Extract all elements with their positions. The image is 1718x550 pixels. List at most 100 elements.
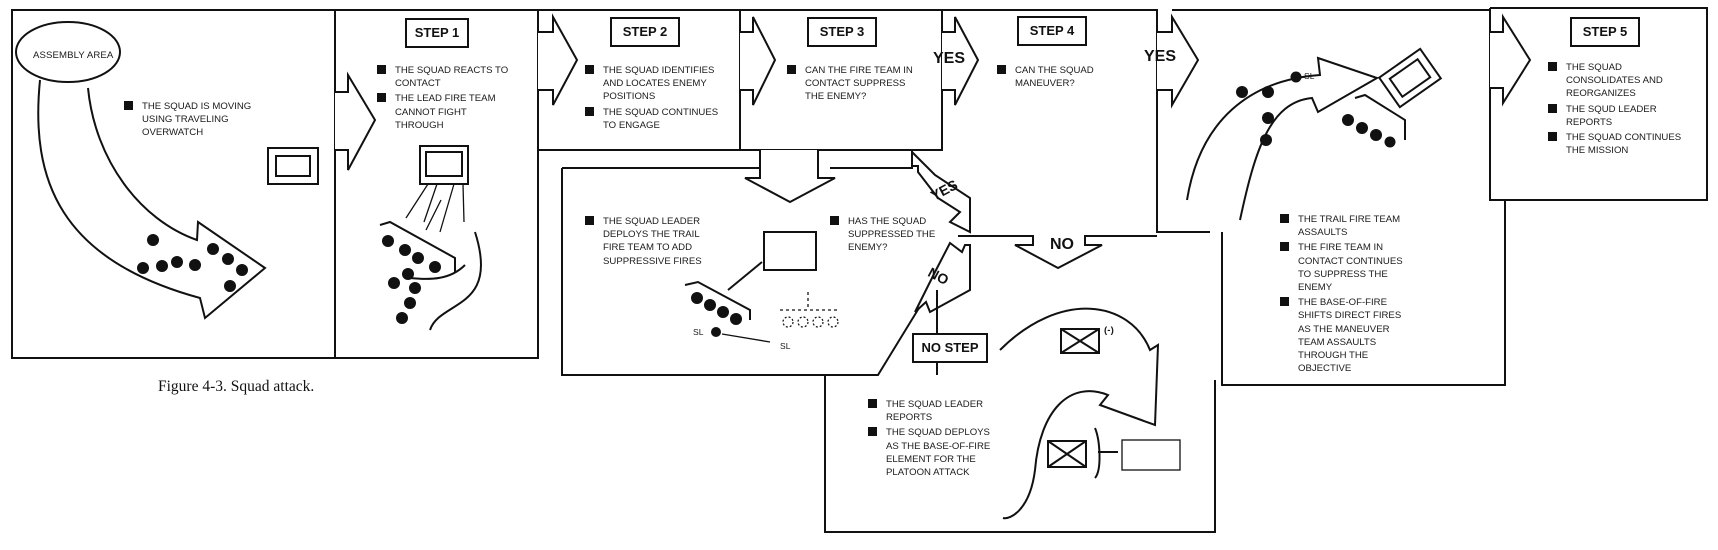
- bullet-item: THE SQUAD DEPLOYS AS THE BASE-OF-FIRE EL…: [868, 426, 998, 479]
- step4-no-label: NO: [1050, 236, 1074, 253]
- arrow-to-step5: [1489, 8, 1532, 107]
- squad-dots-step1: [382, 235, 441, 324]
- step1-fire-arrows: [405, 183, 465, 233]
- arrow-step1-to-step2: [537, 10, 579, 106]
- dashed-trail-position: [780, 292, 840, 311]
- squad-dots-start: [137, 234, 248, 292]
- arrow-start-to-step1: [335, 71, 377, 171]
- movement-arrow: [37, 79, 267, 320]
- assault-dots: [1236, 71, 1302, 146]
- step2-title: STEP 2: [610, 17, 680, 47]
- bullet-item: THE FIRE TEAM IN CONTACT CONTINUES TO SU…: [1280, 241, 1415, 294]
- assault-cover-line: [1354, 93, 1406, 140]
- bullet-item: THE LEAD FIRE TEAM CANNOT FIGHT THROUGH: [377, 92, 517, 132]
- figure-caption: Figure 4-3. Squad attack.: [158, 378, 315, 395]
- bullet-item: THE TRAIL FIRE TEAM ASSAULTS: [1280, 213, 1415, 239]
- bullet-square-icon: [585, 216, 594, 225]
- bullet-item: THE BASE-OF-FIRE SHIFTS DIRECT FIRES AS …: [1280, 296, 1415, 375]
- step1-cover-line: [379, 220, 456, 272]
- step1-bullets: THE SQUAD REACTS TO CONTACT THE LEAD FIR…: [377, 64, 517, 134]
- bullet-square-icon: [377, 93, 386, 103]
- step1-maneuver-arrow: [409, 231, 482, 331]
- objective-position: [1121, 439, 1181, 471]
- bullet-square-icon: [1280, 214, 1289, 223]
- step4-title: STEP 4: [1017, 16, 1087, 46]
- step3-bullets: CAN THE FIRE TEAM IN CONTACT SUPPRESS TH…: [787, 64, 917, 106]
- step4-bullets: CAN THE SQUAD MANEUVER?: [997, 64, 1127, 92]
- assembly-area-label: ASSEMBLY AREA: [33, 50, 114, 61]
- bullet-square-icon: [585, 106, 594, 116]
- bullet-item: THE SQUAD CONSOLIDATES AND REORGANIZES: [1548, 61, 1698, 101]
- bullet-item: THE SQUAD IS MOVING USING TRAVELING OVER…: [124, 100, 274, 140]
- bullet-item: HAS THE SQUAD SUPPRESSED THE ENEMY?: [830, 215, 940, 255]
- arrow-step2-to-step3: [739, 10, 777, 106]
- bullet-square-icon: [124, 101, 133, 110]
- unit-modifier-label: (-): [1104, 325, 1114, 336]
- platoon-unit-symbol: [1060, 328, 1100, 354]
- bullet-square-icon: [585, 65, 594, 74]
- squad-dots-branch: [691, 292, 742, 337]
- bullet-item: THE SQUD LEADER REPORTS: [1548, 103, 1698, 129]
- enemy-position-icon: [267, 147, 319, 185]
- arrow-step4-yes: [1156, 10, 1200, 109]
- step1-panel-border: [335, 9, 539, 359]
- branch-left-bullets: THE SQUAD LEADER DEPLOYS THE TRAIL FIRE …: [585, 215, 715, 270]
- branch-cover-line: [684, 280, 751, 320]
- step3-title: STEP 3: [807, 17, 877, 47]
- bullet-square-icon: [997, 65, 1006, 74]
- branch-no-arrow: [914, 241, 971, 314]
- assault-bullets: THE TRAIL FIRE TEAM ASSAULTS THE FIRE TE…: [1280, 213, 1415, 377]
- step2-bullets: THE SQUAD IDENTIFIES AND LOCATES ENEMY P…: [585, 64, 725, 134]
- branch-yes-arrow: [911, 149, 971, 234]
- step5-panel-border: [1490, 7, 1708, 201]
- assault-sl-label: SL: [1304, 71, 1315, 81]
- step3-no-panel-border: [561, 150, 931, 376]
- bullet-item: THE SQUAD IDENTIFIES AND LOCATES ENEMY P…: [585, 64, 725, 104]
- arrow-step3-yes: [941, 10, 980, 106]
- no-step-bullets: THE SQUAD LEADER REPORTS THE SQUAD DEPLO…: [868, 398, 998, 481]
- bullet-square-icon: [868, 399, 877, 408]
- step4-panel-border: [942, 9, 1210, 233]
- assault-arrow: [1186, 56, 1380, 221]
- step1-title: STEP 1: [405, 18, 469, 48]
- bullet-square-icon: [1548, 62, 1557, 71]
- branch-right-bullets: HAS THE SQUAD SUPPRESSED THE ENEMY?: [830, 215, 940, 257]
- no-step-title: NO STEP: [912, 333, 988, 363]
- branch-enemy-position: [763, 231, 817, 271]
- bullet-square-icon: [787, 65, 796, 74]
- bullet-item: THE SQUAD CONTINUES THE MISSION: [1548, 131, 1698, 157]
- sl-label-end: SL: [780, 341, 791, 351]
- base-of-fire-dots: [1342, 114, 1396, 148]
- step5-bullets: THE SQUAD CONSOLIDATES AND REORGANIZES T…: [1548, 61, 1698, 159]
- step4-yes-label: YES: [1144, 48, 1177, 65]
- bullet-item: CAN THE FIRE TEAM IN CONTACT SUPPRESS TH…: [787, 64, 917, 104]
- assembly-area-ellipse: [15, 21, 121, 83]
- dashed-trail-dots: [782, 316, 839, 328]
- bullet-item: THE SQUAD LEADER REPORTS: [868, 398, 998, 424]
- bullet-item: THE SQUAD LEADER DEPLOYS THE TRAIL FIRE …: [585, 215, 715, 268]
- squad-fire-arrow: [1094, 427, 1118, 479]
- objective-double-box: [1377, 47, 1443, 109]
- bullet-square-icon: [1548, 132, 1557, 142]
- arrow-step3-no-down: [744, 150, 836, 204]
- step1-enemy-position: [419, 145, 469, 185]
- bullet-square-icon: [1280, 242, 1289, 252]
- start-bullets: THE SQUAD IS MOVING USING TRAVELING OVER…: [124, 100, 274, 142]
- sl-move-arrow: [721, 333, 771, 343]
- step3-yes-label: YES: [933, 50, 966, 67]
- platoon-maneuver-arrow: [999, 307, 1160, 520]
- bullet-item: THE SQUAD REACTS TO CONTACT: [377, 64, 517, 90]
- bullet-square-icon: [868, 427, 877, 437]
- branch-fire-arrow: [727, 261, 763, 291]
- sl-label-start: SL: [693, 327, 704, 337]
- step5-title: STEP 5: [1570, 17, 1640, 47]
- bullet-item: THE SQUAD CONTINUES TO ENGAGE: [585, 106, 725, 132]
- bullet-square-icon: [1280, 297, 1289, 307]
- squad-unit-symbol: [1047, 440, 1087, 468]
- bullet-square-icon: [830, 216, 839, 225]
- bullet-square-icon: [1548, 103, 1557, 113]
- bullet-square-icon: [377, 65, 386, 74]
- bullet-item: CAN THE SQUAD MANEUVER?: [997, 64, 1127, 90]
- step4-no-connector: [958, 235, 1157, 270]
